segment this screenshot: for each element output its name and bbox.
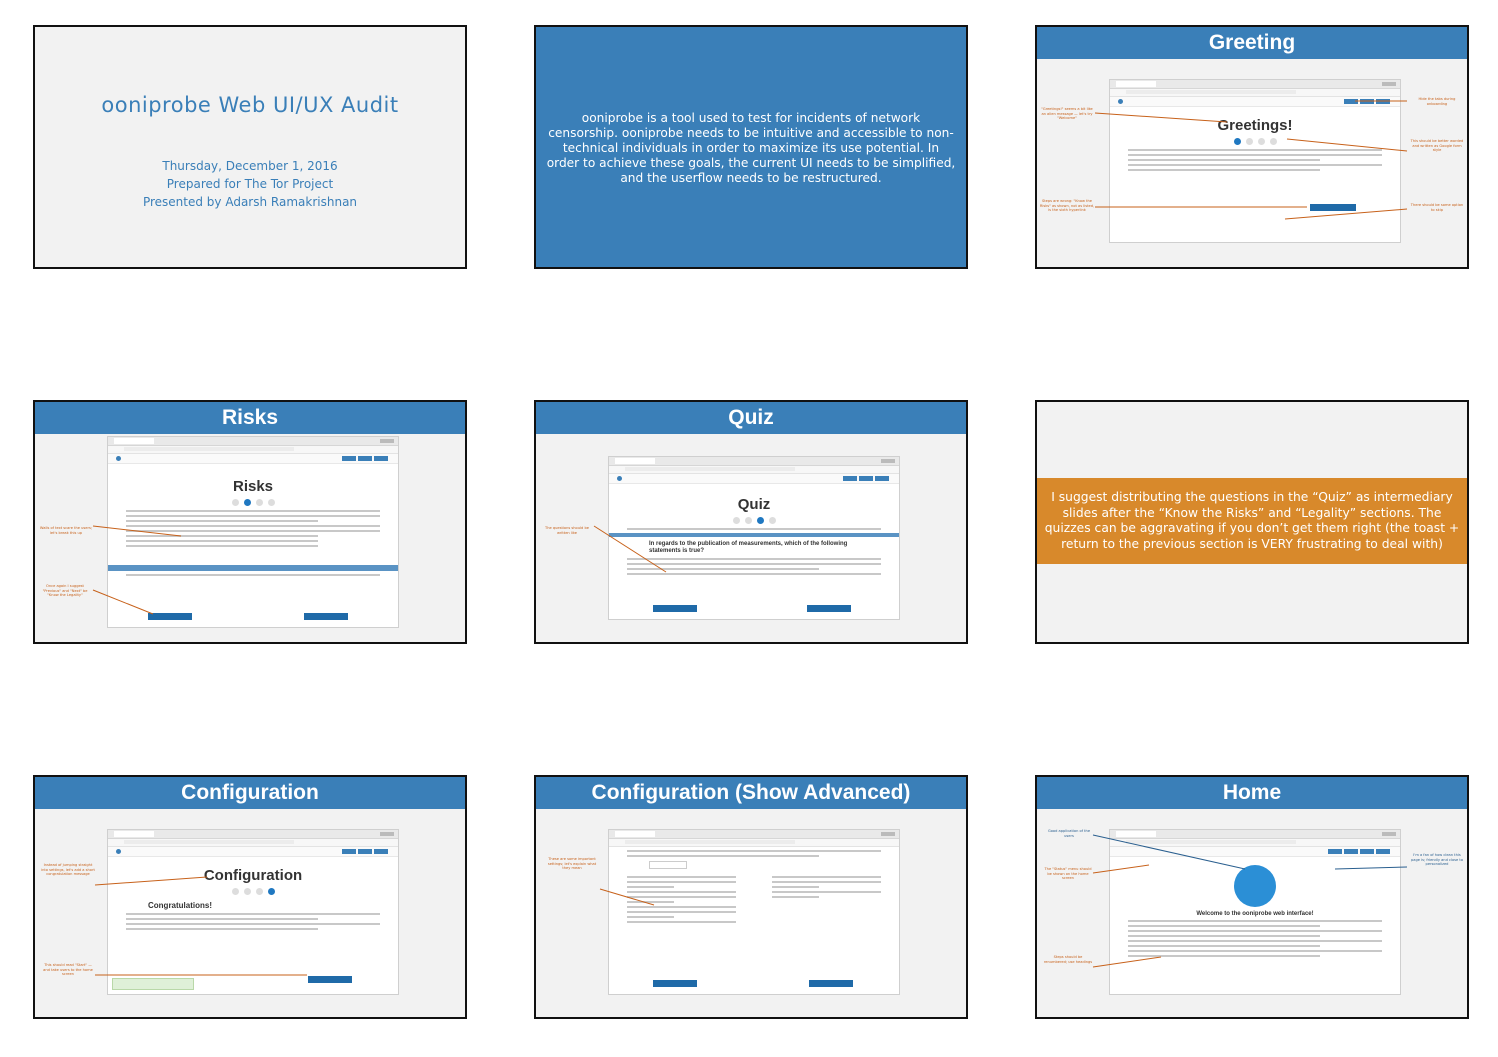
summary-text: ooniprobe is a tool used to test for inc… <box>546 111 956 185</box>
annotation: Steps should be renumbered; use headings <box>1043 955 1093 964</box>
slide-configuration: Configuration Configuration Congratulati… <box>33 775 467 1019</box>
slide-title: ooniprobe Web UI/UX Audit Thursday, Dece… <box>33 25 467 269</box>
screenshot-quiz: Quiz In regards to the publication of me… <box>608 456 900 620</box>
slide-suggestion: I suggest distributing the questions in … <box>1035 400 1469 644</box>
screen-heading: Risks <box>232 478 274 495</box>
slide-title: Risks <box>35 402 465 434</box>
annotation: There should be some option to skip <box>1410 203 1464 212</box>
screen-heading: Greetings! <box>1217 117 1293 134</box>
slide-title: Home <box>1037 777 1467 809</box>
slide-summary: ooniprobe is a tool used to test for inc… <box>534 25 968 269</box>
previous-button[interactable] <box>148 613 192 620</box>
slide-greeting: Greeting Greetings! "Greetings!" seems a… <box>1035 25 1469 269</box>
annotation: I'm a fan of how clean this page is; fri… <box>1410 853 1464 867</box>
configure-button[interactable] <box>809 980 853 987</box>
slide-home: Home Welcome to the ooniprobe web interf… <box>1035 775 1469 1019</box>
screenshot-greeting: Greetings! <box>1109 79 1401 243</box>
previous-button[interactable] <box>653 980 697 987</box>
quiz-question: In regards to the publication of measure… <box>649 541 848 554</box>
screenshot-configuration: Configuration Congratulations! <box>107 829 399 995</box>
screen-heading: Configuration <box>203 867 303 884</box>
ooni-logo-icon <box>1234 865 1276 907</box>
next-button[interactable] <box>807 605 851 612</box>
annotation: Steps are wrong: "Know the Risks" as sho… <box>1039 199 1095 213</box>
annotation: These are some important settings; let's… <box>547 857 597 871</box>
deck-subtitle: Thursday, December 1, 2016 Prepared for … <box>142 159 358 209</box>
slide-configuration-advanced: Configuration (Show Advanced) These are … <box>534 775 968 1019</box>
slide-title: Configuration <box>35 777 465 809</box>
screenshot-configuration-advanced <box>608 829 900 995</box>
slide-title: Quiz <box>536 402 966 434</box>
next-button[interactable] <box>1310 204 1356 211</box>
previous-button[interactable] <box>653 605 697 612</box>
slide-title: Greeting <box>1037 27 1467 59</box>
screenshot-risks: Risks <box>107 436 399 628</box>
annotation: Walls of text scare the users; let's bre… <box>39 526 93 535</box>
suggestion-text: I suggest distributing the questions in … <box>1037 478 1467 564</box>
slide-title: Configuration (Show Advanced) <box>536 777 966 809</box>
screenshot-home: Welcome to the ooniprobe web interface! <box>1109 829 1401 995</box>
annotation: "Greetings!" seems a bit like an alien m… <box>1041 107 1093 121</box>
annotation: This should be better worded and written… <box>1410 139 1464 153</box>
annotation: This should read "Start" — and take user… <box>43 963 93 977</box>
deck-title: ooniprobe Web UI/UX Audit <box>101 93 399 117</box>
slide-risks: Risks Risks Walls of text scare the user… <box>33 400 467 644</box>
annotation: The "Status" menu should be shown on the… <box>1044 867 1092 881</box>
configure-button[interactable] <box>308 976 352 983</box>
annotation: The questions should be written like <box>545 526 589 535</box>
annotation: Good application of the users <box>1047 829 1091 838</box>
next-button[interactable] <box>304 613 348 620</box>
toast <box>112 978 194 990</box>
annotation: Hide the tabs during onboarding <box>1418 97 1456 106</box>
slide-quiz: Quiz Quiz In regards to the publication … <box>534 400 968 644</box>
annotation: Instead of jumping straight into setting… <box>41 863 95 877</box>
annotation: Once again I suggest "Previous" and "Nex… <box>42 584 88 598</box>
screen-subheading: Congratulations! <box>148 901 212 910</box>
screen-heading: Quiz <box>737 496 771 513</box>
screen-heading: Welcome to the ooniprobe web interface! <box>1196 911 1314 917</box>
